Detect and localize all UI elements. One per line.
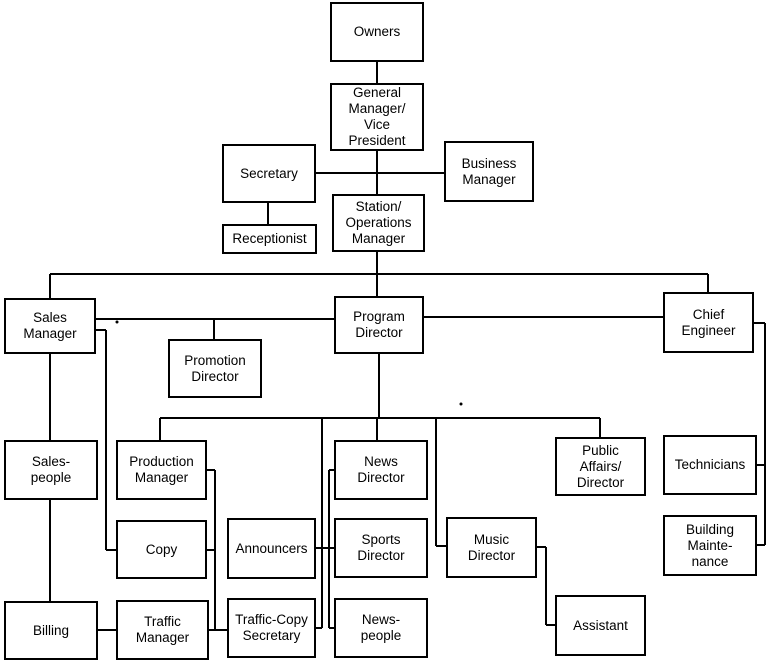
business-manager-box: Business Manager xyxy=(444,141,534,202)
station-manager-box: Station/ Operations Manager xyxy=(332,194,425,252)
traffic-manager-box: Traffic Manager xyxy=(116,600,209,660)
building-maintenance-box: Building Mainte- nance xyxy=(663,515,757,576)
sports-director-box: Sports Director xyxy=(334,518,428,578)
assistant-box: Assistant xyxy=(555,595,646,656)
production-manager-box: Production Manager xyxy=(116,440,207,500)
receptionist-box: Receptionist xyxy=(222,224,317,254)
announcers-box: Announcers xyxy=(227,518,316,579)
public-affairs-director-box: Public Affairs/ Director xyxy=(555,437,646,496)
traffic-copy-secretary-box: Traffic-Copy Secretary xyxy=(227,598,316,658)
secretary-box: Secretary xyxy=(222,144,316,203)
copy-box: Copy xyxy=(116,520,207,579)
newspeople-box: News- people xyxy=(334,598,428,658)
sales-manager-box: Sales Manager xyxy=(4,298,96,354)
promotion-director-box: Promotion Director xyxy=(168,339,262,398)
salespeople-box: Sales- people xyxy=(4,440,98,500)
chief-engineer-box: Chief Engineer xyxy=(663,292,754,353)
program-director-box: Program Director xyxy=(334,296,424,354)
general-manager-box: General Manager/ Vice President xyxy=(330,83,424,151)
owners-box: Owners xyxy=(330,2,424,62)
billing-box: Billing xyxy=(4,601,98,660)
music-director-box: Music Director xyxy=(446,517,537,578)
news-director-box: News Director xyxy=(334,440,428,500)
technicians-box: Technicians xyxy=(663,435,757,495)
